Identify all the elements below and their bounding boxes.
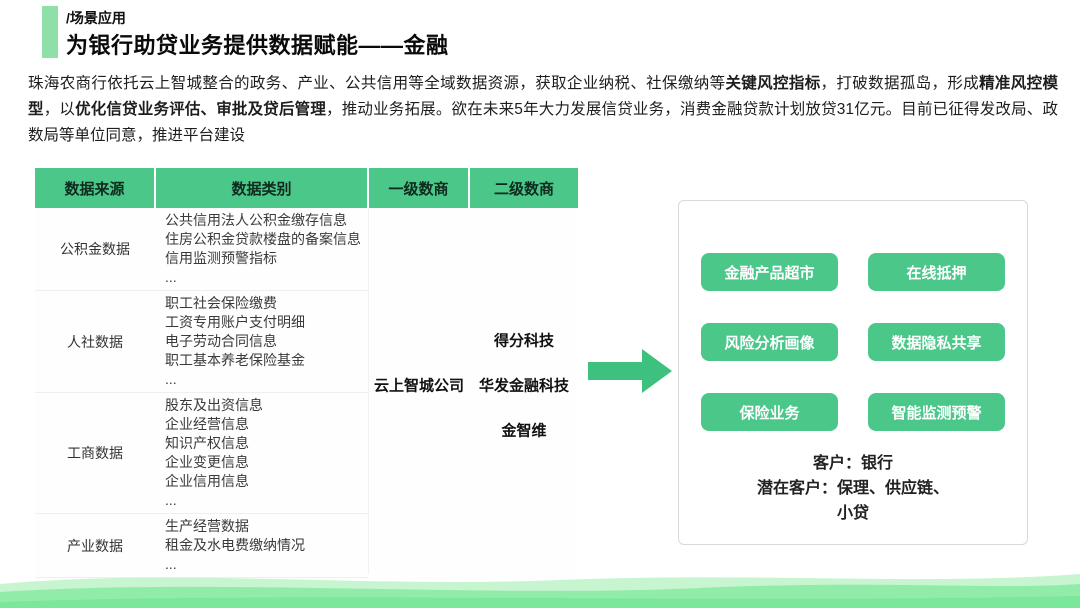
category-cell: 生产经营数据 租金及水电费缴纳情况 ... — [155, 514, 378, 577]
intro-segment: ，打破数据孤岛，形成 — [820, 75, 980, 92]
service-pill-intelligent-monitoring: 智能监测预警 — [868, 393, 1005, 431]
intro-segment: 珠海农商行依托云上智城整合的政务、产业、公共信用等全域数据资源，获取企业纳税、社… — [28, 75, 726, 92]
arrow-shaft — [588, 362, 642, 380]
service-pill-financial-product-market: 金融产品超市 — [701, 253, 838, 291]
table-row: 公积金数据 公共信用法人公积金缴存信息 住房公积金贷款楼盘的备案信息 信用监测预… — [35, 208, 368, 291]
category-line: 企业变更信息 — [165, 454, 249, 470]
potential-client-line-2: 小贷 — [836, 505, 869, 522]
client-line: 客户：银行 — [812, 455, 893, 472]
secondary-vendor-label: 得分科技 — [493, 332, 554, 350]
table-row: 工商数据 股东及出资信息 企业经营信息 知识产权信息 企业变更信息 企业信用信息… — [35, 393, 368, 514]
data-table: 数据来源 数据类别 一级数商 二级数商 公积金数据 公共信用法人公积金缴存信息 … — [35, 168, 578, 578]
intro-segment-bold: 关键风控指标 — [725, 75, 821, 92]
table-header-category: 数据类别 — [156, 168, 367, 208]
category-cell: 股东及出资信息 企业经营信息 知识产权信息 企业变更信息 企业信用信息 ... — [155, 393, 378, 513]
table-header-source: 数据来源 — [35, 168, 154, 208]
table-header-secondary-vendor: 二级数商 — [470, 168, 578, 208]
intro-paragraph: 珠海农商行依托云上智城整合的政务、产业、公共信用等全域数据资源，获取企业纳税、社… — [28, 71, 1058, 149]
category-cell: 公共信用法人公积金缴存信息 住房公积金贷款楼盘的备案信息 信用监测预警指标 ..… — [155, 208, 378, 290]
category-line: 租金及水电费缴纳情况 — [165, 537, 305, 553]
potential-client-line-1: 潜在客户：保理、供应链、 — [756, 480, 949, 497]
category-line: 企业经营信息 — [165, 416, 249, 432]
table-header-row: 数据来源 数据类别 一级数商 二级数商 — [35, 168, 578, 208]
source-cell: 人社数据 — [67, 333, 123, 350]
source-cell: 工商数据 — [67, 445, 123, 461]
category-line: 职工社会保险缴费 — [165, 295, 277, 311]
services-panel: 金融产品超市 在线抵押 风险分析画像 数据隐私共享 保险业务 智能监测预警 客户… — [678, 200, 1028, 545]
arrow-right-icon — [588, 349, 672, 393]
arrow-head — [642, 349, 672, 393]
page-title: 为银行助贷业务提供数据赋能——金融 — [66, 33, 449, 58]
category-line: 电子劳动合同信息 — [165, 333, 277, 349]
intro-segment: ，推动业务拓展。欲在未来5年大力发展信贷业务，消费金融贷款计划放贷31亿元。目前… — [28, 101, 1058, 144]
table-row: 人社数据 职工社会保险缴费 工资专用账户支付明细 电子劳动合同信息 职工基本养老… — [35, 291, 368, 393]
category-line-ellipsis: ... — [165, 492, 177, 508]
category-line-ellipsis: ... — [165, 371, 177, 387]
table-row: 产业数据 生产经营数据 租金及水电费缴纳情况 ... — [35, 514, 368, 578]
source-cell: 产业数据 — [67, 537, 123, 554]
column-divider — [368, 208, 369, 574]
category-line: 工资专用账户支付明细 — [165, 314, 305, 330]
category-line: 生产经营数据 — [165, 518, 249, 534]
accent-bar — [42, 6, 58, 58]
secondary-vendor-label: 金智维 — [501, 422, 547, 440]
service-pill-online-mortgage: 在线抵押 — [868, 253, 1005, 291]
category-line: 股东及出资信息 — [165, 397, 263, 413]
source-cell: 公积金数据 — [60, 241, 130, 257]
category-line: 信用监测预警指标 — [165, 250, 277, 266]
category-line: 知识产权信息 — [165, 435, 249, 451]
eyebrow-label: /场景应用 — [66, 10, 126, 26]
table-header-primary-vendor: 一级数商 — [369, 168, 468, 208]
client-text-block: 客户：银行 潜在客户：保理、供应链、 小贷 — [679, 451, 1027, 526]
service-pill-data-privacy-sharing: 数据隐私共享 — [868, 323, 1005, 361]
table-body: 公积金数据 公共信用法人公积金缴存信息 住房公积金贷款楼盘的备案信息 信用监测预… — [35, 208, 578, 578]
service-pill-insurance-business: 保险业务 — [701, 393, 838, 431]
service-pill-risk-analysis-portrait: 风险分析画像 — [701, 323, 838, 361]
category-line: 公共信用法人公积金缴存信息 — [165, 212, 347, 228]
primary-vendor-label: 云上智城公司 — [373, 377, 464, 395]
category-line: 职工基本养老保险基金 — [165, 352, 305, 368]
category-line: 企业信用信息 — [165, 473, 249, 489]
secondary-vendor-label: 华发金融科技 — [478, 377, 569, 395]
service-button-grid: 金融产品超市 在线抵押 风险分析画像 数据隐私共享 保险业务 智能监测预警 — [679, 201, 1027, 431]
intro-segment-bold: 精准风控模型 — [28, 75, 1058, 118]
category-line-ellipsis: ... — [165, 556, 177, 572]
intro-segment: ，以 — [43, 101, 76, 118]
category-line-ellipsis: ... — [165, 269, 177, 285]
category-cell: 职工社会保险缴费 工资专用账户支付明细 电子劳动合同信息 职工基本养老保险基金 … — [155, 291, 378, 392]
intro-segment-bold: 优化信贷业务评估、审批及贷后管理 — [75, 101, 327, 118]
category-line: 住房公积金贷款楼盘的备案信息 — [165, 231, 361, 247]
